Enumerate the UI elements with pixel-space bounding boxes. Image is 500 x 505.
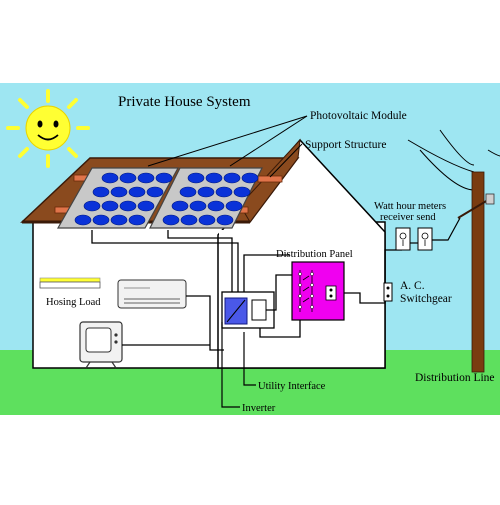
bottom-margin — [0, 415, 500, 500]
light-fixture-icon — [39, 277, 101, 289]
label-photovoltaic-module: Photovoltaic Module — [310, 110, 407, 122]
load-wiring — [122, 295, 224, 351]
pv-leader-lines — [147, 115, 308, 178]
ac-switchgear — [383, 282, 393, 302]
utility-pole-icon — [407, 129, 500, 373]
top-margin — [0, 0, 500, 83]
diagram-title: Private House System — [118, 94, 251, 110]
meter-icon — [395, 227, 433, 251]
air-conditioner-icon — [117, 279, 187, 309]
distribution-panel — [291, 261, 345, 321]
label-watt-hour-meters: Watt hour meters — [374, 201, 446, 212]
label-receiver-send: receiver send — [380, 212, 436, 223]
label-support-structure: Support Structure — [305, 139, 386, 151]
label-switchgear: Switchgear — [400, 293, 452, 305]
tv-icon — [79, 321, 123, 369]
label-inverter: Inverter — [242, 403, 276, 414]
solar-panel-icon — [56, 167, 263, 229]
panel-wiring — [91, 230, 239, 300]
meter-wiring — [410, 217, 461, 244]
sun-icon — [6, 89, 90, 168]
label-distribution-panel: Distribution Panel — [276, 249, 353, 260]
label-hosing-load: Hosing Load — [46, 297, 101, 308]
label-ac: A. C. — [400, 280, 425, 292]
label-utility-interface: Utility Interface — [258, 381, 326, 392]
inverter-leader-lines — [221, 322, 256, 408]
label-distribution-line: Distribution Line — [415, 372, 495, 384]
